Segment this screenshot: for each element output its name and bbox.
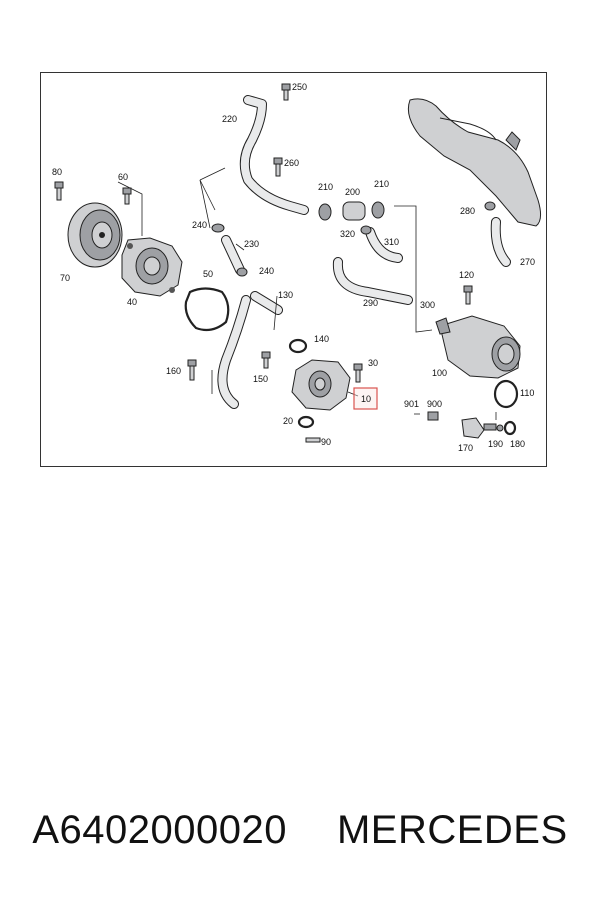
label-250: 250: [292, 82, 307, 92]
part-number: A6402000020: [32, 808, 287, 852]
label-60: 60: [118, 172, 128, 182]
bolt-60: [122, 187, 132, 205]
label-130: 130: [278, 290, 293, 300]
label-110: 110: [520, 388, 534, 398]
label-100: 100: [432, 368, 447, 378]
upper-hose: [239, 95, 309, 215]
label-80: 80: [52, 167, 62, 177]
bolt-160: [187, 359, 197, 381]
label-90: 90: [321, 437, 331, 447]
label-150: 150: [253, 374, 268, 384]
seal-140: [288, 338, 308, 354]
label-170: 170: [458, 443, 473, 453]
label-310: 310: [384, 237, 399, 247]
clamp-280: [484, 201, 496, 211]
label-240b: 240: [259, 266, 274, 276]
connector-pipe: [342, 201, 366, 221]
hose-clamp-210a: [318, 203, 332, 221]
product-caption: A6402000020 MERCEDES: [0, 808, 600, 853]
leader-lines: [117, 167, 497, 420]
label-70: 70: [60, 273, 70, 283]
bolt-150: [261, 351, 271, 369]
coolant-outlet-housing: [435, 315, 521, 379]
lower-hose: [217, 291, 283, 409]
water-pump: [121, 237, 183, 297]
label-160: 160: [166, 366, 181, 376]
label-270: 270: [520, 257, 535, 267]
label-200: 200: [345, 187, 360, 197]
label-10: 10: [361, 394, 371, 404]
brand-name: MERCEDES: [336, 808, 568, 852]
label-190: 190: [488, 439, 503, 449]
coolant-manifold: [407, 98, 542, 227]
highlight-box-10: [353, 387, 378, 410]
label-280: 280: [460, 206, 475, 216]
bolt-30: [353, 363, 363, 383]
label-230: 230: [244, 239, 259, 249]
label-300: 300: [420, 300, 435, 310]
label-180: 180: [510, 439, 525, 449]
seal-180: [503, 420, 517, 436]
callout-labels: 250 220 260 80 60 210 200 210 280 240 23…: [52, 82, 535, 453]
bolt-120: [463, 285, 473, 305]
bolt-80: [54, 181, 64, 201]
temperature-sensor: [461, 417, 497, 439]
label-900: 900: [427, 399, 442, 409]
seal-110: [493, 379, 519, 409]
seal-20: [297, 415, 315, 429]
label-320: 320: [340, 229, 355, 239]
label-40: 40: [127, 297, 137, 307]
pin-90: [305, 437, 321, 443]
label-210a: 210: [318, 182, 333, 192]
label-260: 260: [284, 158, 299, 168]
clamp-250: [281, 83, 291, 101]
hose-clamp-210b: [371, 201, 385, 219]
label-30: 30: [368, 358, 378, 368]
clamp-260: [273, 157, 283, 177]
label-20: 20: [283, 416, 293, 426]
label-220: 220: [222, 114, 237, 124]
clamp-240b: [236, 267, 248, 277]
belt-pulley: [67, 202, 123, 268]
washer-190: [496, 424, 504, 432]
thermostat-housing: [291, 359, 351, 411]
clamp-240a: [211, 223, 225, 233]
label-140: 140: [314, 334, 329, 344]
label-210b: 210: [374, 179, 389, 189]
label-120: 120: [459, 270, 474, 280]
label-240a: 240: [192, 220, 207, 230]
gasket-ring: [184, 287, 230, 332]
label-290: 290: [363, 298, 378, 308]
connector-900: [414, 411, 439, 421]
label-50: 50: [203, 269, 213, 279]
label-901: 901: [404, 399, 419, 409]
